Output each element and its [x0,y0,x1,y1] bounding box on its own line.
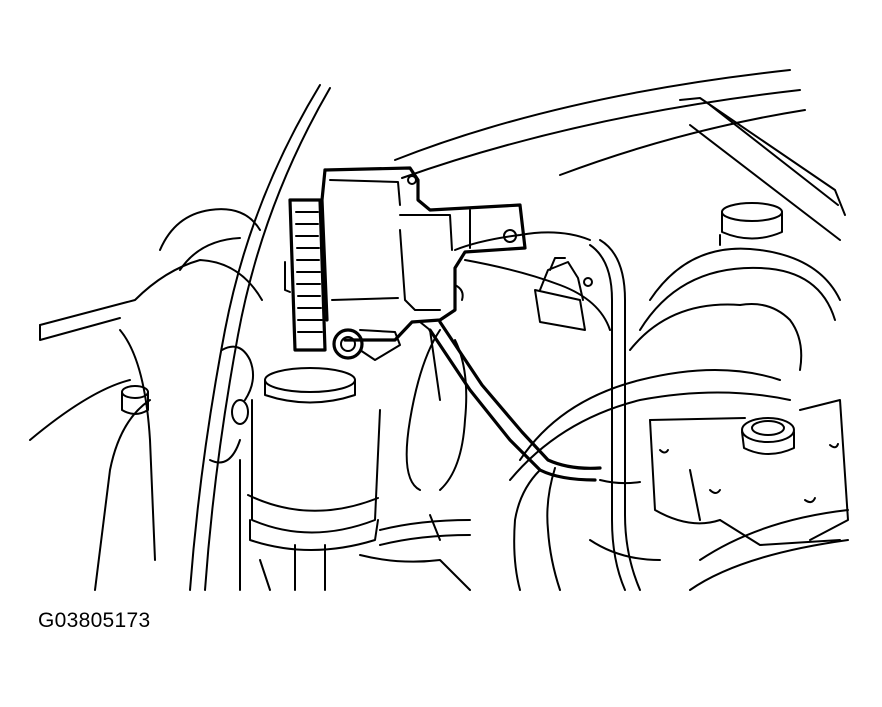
lower-components [239,459,661,591]
left-bolt [121,385,149,415]
reservoir-tank [247,367,381,591]
electrical-connector [534,257,593,331]
mounting-bolt [332,328,364,360]
engine-block [649,399,849,591]
wire-harness [428,320,641,591]
intake-duct [405,231,611,491]
figure-code: G03805173 [38,609,151,632]
top-right-cap [719,202,783,246]
oil-filler-cap [741,417,795,455]
right-hoses [509,247,841,481]
hood-edge-lines [394,69,846,241]
vacuum-pipe [589,239,641,591]
hood-prop-rod [189,84,331,591]
pulley [284,198,327,352]
component-housing [320,166,527,342]
left-hose [209,345,255,464]
left-fender-structure [29,208,263,591]
